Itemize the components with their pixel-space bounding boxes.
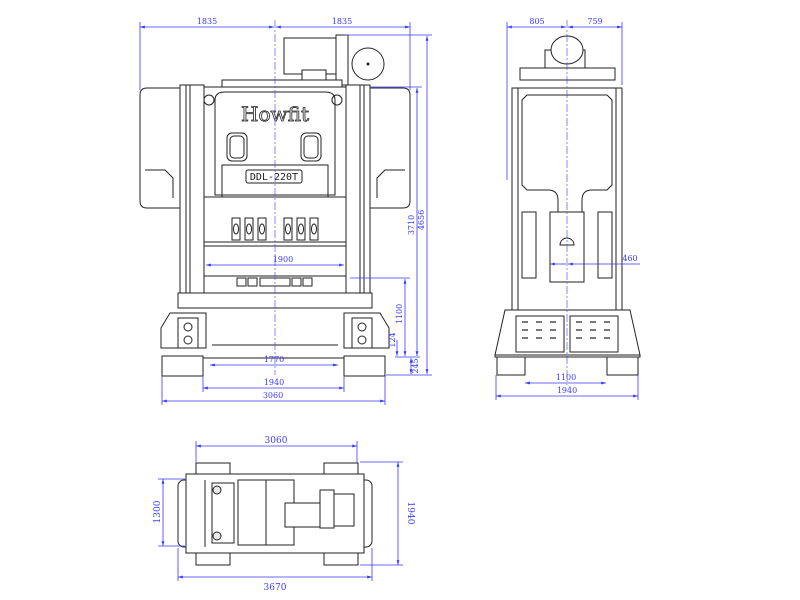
top-wheel-upper (212, 485, 222, 495)
dim-124: 124 (388, 332, 397, 347)
dim-left-offset: 805 (529, 17, 544, 26)
crown-bolt-left (203, 94, 215, 106)
side-view-dimensions: 805 759 460 1100 1940 (495, 17, 640, 400)
side-foot-left (496, 356, 526, 376)
left-side-tank (139, 87, 183, 209)
side-slide-pin (559, 237, 575, 246)
slide-connecting-rods (231, 217, 319, 241)
right-side-tank (367, 87, 411, 209)
foot-bolts (183, 322, 367, 345)
left-base-block (161, 355, 204, 377)
top-motor (333, 493, 355, 527)
right-base-block (343, 355, 386, 377)
left-column (179, 84, 205, 296)
vent-slots (522, 321, 610, 339)
left-window-inner (229, 135, 245, 159)
right-window-inner (303, 135, 319, 159)
top-motor-flange (319, 489, 335, 529)
crown-top-plate (221, 79, 343, 88)
model-label: DDL-220T (250, 172, 298, 183)
top-feet (195, 462, 359, 566)
dim-245: 245 (411, 358, 420, 373)
dim-height-4656: 4656 (417, 210, 426, 230)
dim-inner-base-width: 1770 (264, 355, 284, 364)
column-edge-lines (185, 85, 365, 295)
dim-total-length: 3670 (264, 583, 287, 593)
dim-feet-span: 3060 (265, 436, 288, 446)
right-column (345, 84, 371, 296)
top-gear-housing (211, 482, 235, 544)
belt-guard (335, 34, 349, 86)
crown-bolt-right (331, 94, 343, 106)
side-guide-left (521, 211, 537, 279)
base-vent-panels (515, 315, 619, 353)
dim-base-span: 1940 (264, 378, 284, 387)
dim-base-inner: 1100 (556, 373, 576, 382)
side-foot-right (606, 356, 639, 376)
right-window (300, 132, 322, 162)
top-wheel-lower (212, 531, 222, 541)
top-view-dimensions: 3060 1300 1940 3670 (153, 436, 415, 593)
side-base-plate (494, 354, 641, 358)
left-window (226, 132, 248, 162)
dim-base-total: 1940 (557, 386, 577, 395)
dim-height-3710: 3710 (407, 215, 416, 235)
side-view (494, 35, 641, 376)
side-guide-right (597, 211, 613, 279)
dim-body-depth: 1300 (153, 500, 163, 523)
side-top-rail (519, 67, 616, 81)
top-motor-bracket (284, 502, 321, 528)
dim-bolster-width: 1900 (273, 255, 293, 264)
front-view-dimensions: 1835 1835 1900 1770 1940 3060 4656 3710 … (139, 17, 432, 405)
dim-half-width-left: 1835 (197, 17, 217, 26)
dim-half-width-right: 1835 (332, 17, 352, 26)
flywheel-hub (366, 62, 370, 66)
model-plate (245, 169, 303, 184)
crown-panel (214, 91, 336, 196)
tank-brackets (145, 169, 405, 198)
dim-slide-depth: 460 (622, 254, 637, 263)
right-foot-plate (351, 317, 373, 349)
dim-total-width: 3060 (263, 391, 283, 400)
motor (283, 37, 337, 75)
dim-bolster-height: 1100 (395, 304, 404, 324)
top-view (177, 462, 373, 566)
dim-total-depth: 1940 (405, 502, 415, 525)
left-foot-plate (177, 317, 199, 349)
dim-right-offset: 759 (587, 17, 602, 26)
